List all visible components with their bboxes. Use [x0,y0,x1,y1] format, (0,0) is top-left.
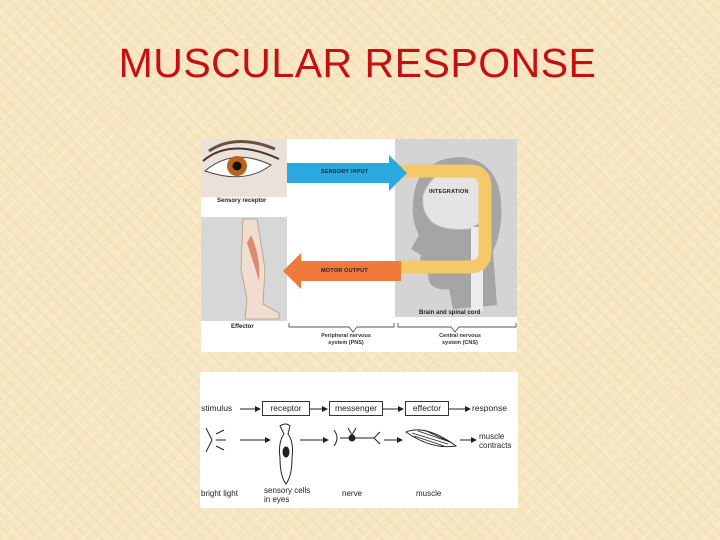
sensory-input-arrow [287,155,407,191]
muscle-icon [405,429,458,448]
integration-label: INTEGRATION [429,189,469,195]
pns-label-line1: Peripheral nervous [321,333,371,339]
effector-label: Effector [231,324,254,330]
sensory-cell-icon [279,423,293,485]
stimulus-response-diagram: stimulus receptor messenger effector res… [200,372,518,508]
nervous-system-art [201,139,517,333]
stimulus-label: stimulus [201,403,233,413]
muscle-contracts-line1: muscle [479,432,505,441]
sensory-cells-line1: sensory cells [264,486,311,495]
pns-label-line2: system (PNS) [328,340,364,346]
integration-loop [397,164,492,274]
cns-label-line1: Central nervous [439,333,481,339]
sensory-cells-line2: in eyes [264,495,290,504]
bright-light-label: bright light [201,489,238,498]
effector-box: effector [405,401,449,416]
nervous-system-diagram: SENSORY INPUT INTEGRATION MOTOR OUTPUT S… [201,139,517,352]
light-icon [205,427,226,453]
response-label: response [472,403,507,413]
brain-spinal-cord-label: Brain and spinal cord [419,310,481,316]
cns-label: Central nervous system (CNS) [415,333,505,347]
sensory-input-label: SENSORY INPUT [321,169,369,175]
muscle-contracts-label: muscle contracts [479,432,511,450]
messenger-box: messenger [329,401,383,416]
receptor-box: receptor [262,401,310,416]
flow-art [205,406,477,485]
cns-label-line2: system (CNS) [442,340,478,346]
pns-label: Peripheral nervous system (PNS) [301,333,391,347]
muscle-contracts-line2: contracts [479,441,512,450]
motor-output-arrow [283,253,401,289]
muscle-label: muscle [416,489,442,498]
motor-output-label: MOTOR OUTPUT [321,268,368,274]
sensory-receptor-label: Sensory receptor [217,198,267,204]
nerve-icon [333,427,381,447]
slide-title: MUSCULAR RESPONSE [118,40,597,86]
nerve-label: nerve [342,489,363,498]
sensory-cells-label: sensory cells in eyes [264,486,310,504]
